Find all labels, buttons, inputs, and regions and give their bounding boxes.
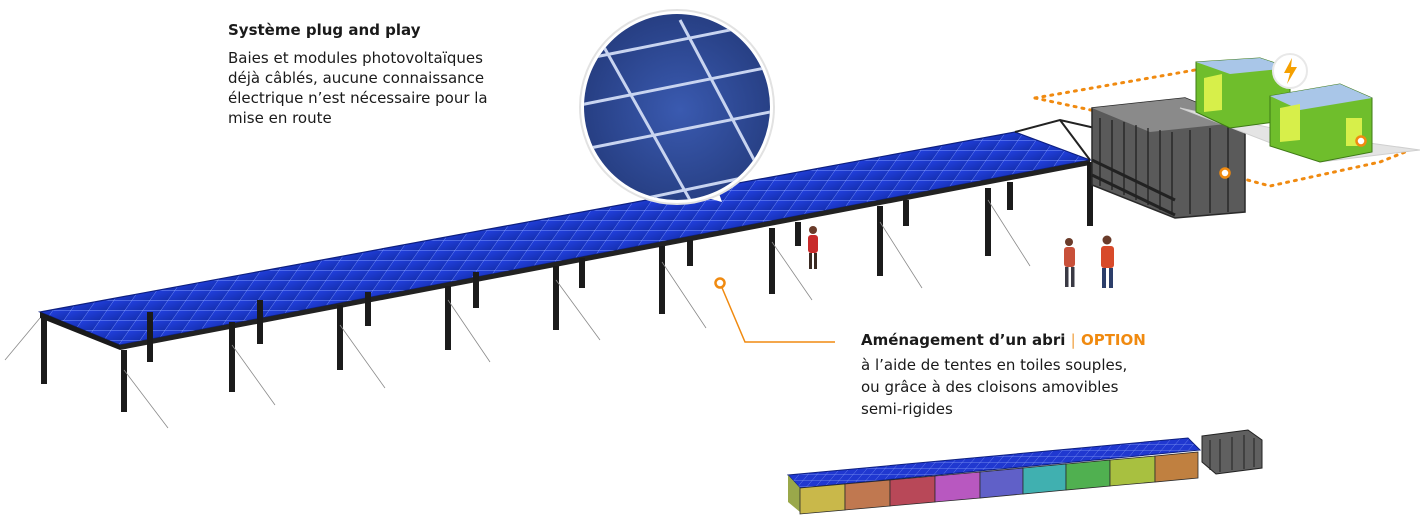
plug-and-play-title: Système plug and play — [228, 21, 421, 39]
description-line: Baies et modules photovoltaïques — [228, 49, 483, 67]
description-line: à l’aide de tentes en toiles souples, — [861, 356, 1128, 374]
grid-connection-line — [1033, 68, 1412, 188]
shelter-title-text: Aménagement d’un abri — [861, 331, 1066, 349]
plug-and-play-description: Baies et modules photovoltaïques déjà câ… — [228, 48, 548, 128]
shelter-option-title: Aménagement d’un abri | OPTION — [861, 330, 1191, 350]
option-separator: | — [1070, 331, 1076, 349]
consumer-buildings — [1179, 57, 1420, 163]
panel-zoom-bubble — [579, 9, 775, 205]
description-line: électrique n’est nécessaire pour la — [228, 89, 488, 107]
lightning-icon — [1272, 53, 1308, 89]
battery-container — [1091, 97, 1246, 219]
guy-wires — [4, 199, 1031, 429]
description-line: semi-rigides — [861, 400, 953, 418]
shelter-with-partitions — [786, 429, 1263, 515]
description-line: déjà câblés, aucune connaissance — [228, 69, 485, 87]
canopy-posts — [41, 162, 1093, 412]
shelter-option-callout: Aménagement d’un abri | OPTION à l’aide … — [861, 330, 1191, 420]
plug-and-play-callout: Système plug and play Baies et modules p… — [228, 20, 548, 128]
description-line: mise en route — [228, 109, 332, 127]
description-line: ou grâce à des cloisons amovibles — [861, 378, 1119, 396]
solar-canopy — [37, 118, 1096, 350]
option-leader-line — [714, 277, 835, 343]
callout-dot-icon — [1219, 135, 1367, 179]
option-badge: OPTION — [1080, 331, 1146, 349]
shelter-option-description: à l’aide de tentes en toiles souples, ou… — [861, 354, 1191, 420]
person-icon — [808, 226, 1114, 288]
